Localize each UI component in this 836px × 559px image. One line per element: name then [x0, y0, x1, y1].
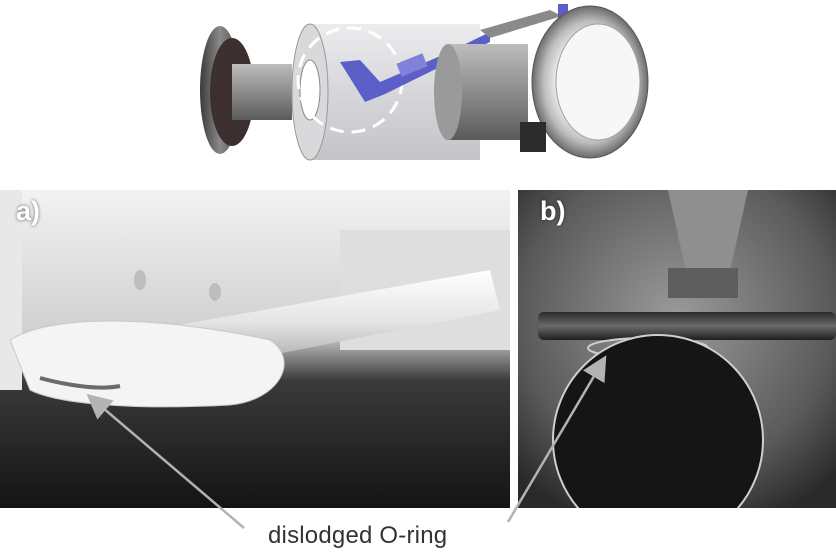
annotation-label: dislodged O-ring [268, 522, 448, 549]
chamber-port [299, 59, 321, 121]
o-ring-a [39, 376, 121, 390]
right-block-face [434, 44, 462, 140]
cad-chamber-rendering [190, 2, 660, 182]
probe-sleeve [396, 53, 428, 77]
probe-shaft [668, 190, 748, 280]
left-block [232, 64, 292, 120]
bracket [520, 122, 546, 152]
top-rails [480, 10, 562, 38]
probe-collar [668, 268, 738, 298]
probe-head [9, 320, 285, 408]
panel-a-label: a) [16, 196, 41, 226]
panel-b-photo [518, 190, 836, 508]
right-flange-bore [555, 23, 641, 141]
photo-panel-b [518, 190, 836, 508]
disc-flange [538, 312, 836, 340]
photo-panel-a [0, 190, 510, 508]
cad-chamber-svg [200, 4, 649, 161]
panel-b-label: b) [540, 196, 566, 226]
panel-a-photo [0, 190, 510, 508]
